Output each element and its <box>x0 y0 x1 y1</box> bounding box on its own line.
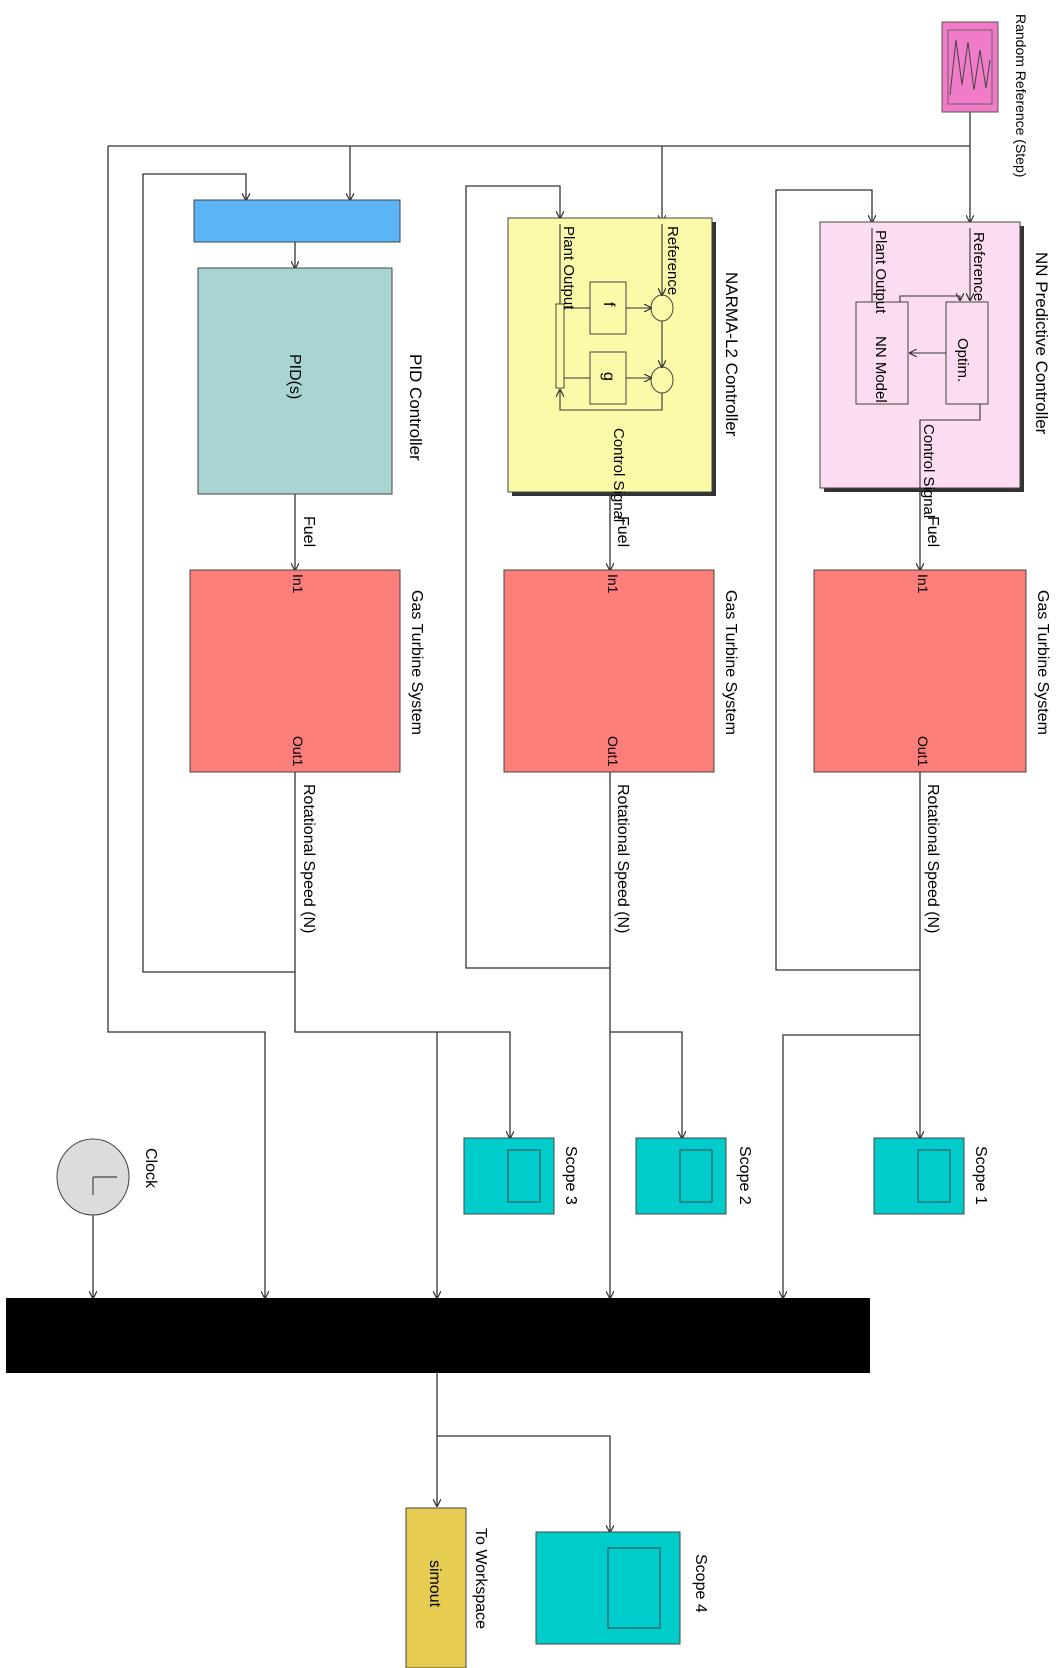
gas-turbine-block-3[interactable] <box>189 569 401 773</box>
gt3-fuel: Fuel <box>300 516 317 547</box>
scope-2-block[interactable] <box>635 1137 727 1215</box>
gt1-label: Gas Turbine System <box>1034 590 1051 735</box>
random-reference-block[interactable] <box>941 21 999 113</box>
gas-turbine-block-2[interactable] <box>503 569 715 773</box>
gt2-out: Out1 <box>605 736 621 767</box>
nn-predictive-title: NN Predictive Controller <box>1032 252 1051 435</box>
narma-f-label: f <box>600 302 617 307</box>
gt1-fuel: Fuel <box>924 516 941 547</box>
nn-predictive-controller-block[interactable] <box>819 221 1024 492</box>
to-workspace-block[interactable] <box>405 1507 467 1668</box>
narma-title: NARMA-L2 Controller <box>722 272 741 437</box>
gt1-out: Out1 <box>915 736 931 767</box>
narma-l2-controller-block[interactable] <box>507 217 716 496</box>
nn-reference-port: Reference <box>970 232 987 301</box>
random-reference-label: Random Reference (Step) <box>1013 14 1029 177</box>
gt3-speed: Rotational Speed (N) <box>300 784 317 933</box>
gt2-fuel: Fuel <box>614 516 631 547</box>
clock-label: Clock <box>142 1148 159 1189</box>
scope-4-block[interactable] <box>535 1531 681 1645</box>
scope-3-label: Scope 3 <box>562 1146 579 1205</box>
scope-1-label: Scope 1 <box>972 1146 989 1205</box>
signal-wires <box>93 112 970 1532</box>
pid-title: PID Controller <box>406 354 425 461</box>
gt1-in: In1 <box>915 574 931 594</box>
pid-inner-label: PID(s) <box>286 354 303 399</box>
clock-block[interactable] <box>56 1138 130 1216</box>
nn-plant-output-port: Plant Output <box>872 230 889 314</box>
gt3-in: In1 <box>290 574 306 594</box>
gt1-speed: Rotational Speed (N) <box>924 784 941 933</box>
gt2-in: In1 <box>605 574 621 594</box>
to-workspace-label: To Workspace <box>472 1528 489 1629</box>
nn-model-label: NN Model <box>872 336 889 403</box>
narma-reference-port: Reference <box>664 226 681 295</box>
scope-3-block[interactable] <box>463 1137 555 1215</box>
gt2-label: Gas Turbine System <box>722 590 739 735</box>
pid-controller-block[interactable] <box>197 267 393 495</box>
nn-plant-output-line1: Plant Output <box>872 230 889 314</box>
gas-turbine-block-1[interactable] <box>813 569 1027 773</box>
narma-g-label: g <box>600 372 617 381</box>
nn-optim-label: Optim. <box>954 338 971 382</box>
gt2-speed: Rotational Speed (N) <box>614 784 631 933</box>
narma-control-signal-port: Control Signal <box>610 428 627 522</box>
scope-1-block[interactable] <box>873 1137 965 1215</box>
top-mux-block[interactable] <box>193 199 401 243</box>
narma-plant-output-port: Plant Output <box>560 226 577 310</box>
gt3-out: Out1 <box>290 736 306 767</box>
scope-4-label: Scope 4 <box>692 1554 709 1613</box>
gt3-label: Gas Turbine System <box>408 590 425 735</box>
nn-control-signal-port: Control Signal <box>920 424 937 518</box>
to-workspace-inner: simout <box>426 1560 443 1608</box>
scope-2-label: Scope 2 <box>736 1146 753 1205</box>
bottom-mux-block[interactable] <box>6 1298 870 1373</box>
